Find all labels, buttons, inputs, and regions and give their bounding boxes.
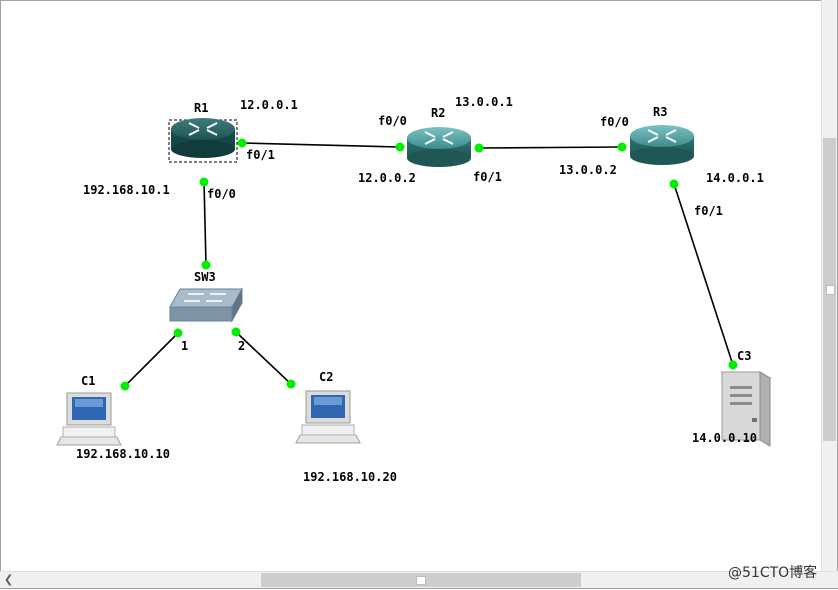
port-r3-f00[interactable] — [617, 142, 627, 152]
label-r1-f01: f0/1 — [246, 148, 275, 162]
port-sw-1[interactable] — [173, 328, 183, 338]
label-c3-ip: 14.0.0.10 — [692, 431, 757, 445]
label-sw-port-1: 1 — [181, 339, 188, 353]
vertical-scrollbar[interactable] — [821, 0, 837, 571]
label-r1-f00: f0/0 — [207, 187, 236, 201]
port-r2-f01[interactable] — [474, 143, 484, 153]
port-r1-f00[interactable] — [199, 177, 209, 187]
horizontal-scrollbar[interactable]: ❮ — [0, 571, 838, 588]
link-sw-c2[interactable] — [235, 331, 292, 385]
device-name-r2: R2 — [431, 106, 445, 120]
link-r1-sw[interactable] — [203, 181, 207, 266]
label-r3-f00: f0/0 — [600, 115, 629, 129]
label-r3-f00-ip: 13.0.0.2 — [559, 163, 617, 177]
link-r3-c3[interactable] — [673, 183, 734, 366]
label-c2-ip: 192.168.10.20 — [303, 470, 397, 484]
label-r3-f01: f0/1 — [694, 204, 723, 218]
label-sw-port-2: 2 — [238, 339, 245, 353]
device-name-sw3: SW3 — [194, 270, 216, 284]
router-r2[interactable] — [406, 126, 472, 168]
label-r1-f01-ip: 12.0.0.1 — [240, 98, 298, 112]
label-r2-f00-ip: 12.0.0.2 — [358, 171, 416, 185]
scroll-left-arrow-icon[interactable]: ❮ — [4, 573, 14, 586]
label-r1-f00-ip: 192.168.10.1 — [83, 183, 170, 197]
vertical-scroll-grip — [826, 285, 835, 295]
port-r3-f01[interactable] — [669, 179, 679, 189]
router-r1[interactable] — [168, 118, 238, 163]
watermark: @51CTO博客 — [728, 565, 818, 581]
link-sw-c1[interactable] — [124, 332, 179, 387]
label-r3-f01-ip: 14.0.0.1 — [706, 171, 764, 185]
switch-sw3[interactable] — [169, 287, 243, 323]
port-c3[interactable] — [728, 360, 738, 370]
port-c2[interactable] — [286, 379, 296, 389]
label-r2-f01-ip: 13.0.0.1 — [455, 95, 513, 109]
port-r1-f01[interactable] — [237, 138, 247, 148]
device-name-c2: C2 — [319, 370, 333, 384]
label-r2-f00: f0/0 — [378, 114, 407, 128]
horizontal-scroll-grip — [416, 576, 426, 585]
port-sw-uplink[interactable] — [201, 260, 211, 270]
device-name-c1: C1 — [81, 374, 95, 388]
device-name-r3: R3 — [653, 105, 667, 119]
link-r1-r2[interactable] — [241, 142, 401, 148]
link-r2-r3[interactable] — [478, 146, 623, 149]
label-c1-ip: 192.168.10.10 — [76, 447, 170, 461]
device-name-c3: C3 — [737, 349, 751, 363]
device-name-r1: R1 — [194, 101, 208, 115]
pc-c2[interactable] — [295, 390, 361, 444]
port-r2-f00[interactable] — [395, 142, 405, 152]
horizontal-scroll-thumb[interactable] — [261, 573, 581, 587]
server-c3[interactable] — [720, 371, 772, 447]
router-r3[interactable] — [629, 124, 695, 166]
port-sw-2[interactable] — [231, 327, 241, 337]
vertical-scroll-thumb[interactable] — [823, 138, 836, 441]
port-c1[interactable] — [120, 381, 130, 391]
pc-c1[interactable] — [56, 392, 122, 446]
label-r2-f01: f0/1 — [473, 170, 502, 184]
